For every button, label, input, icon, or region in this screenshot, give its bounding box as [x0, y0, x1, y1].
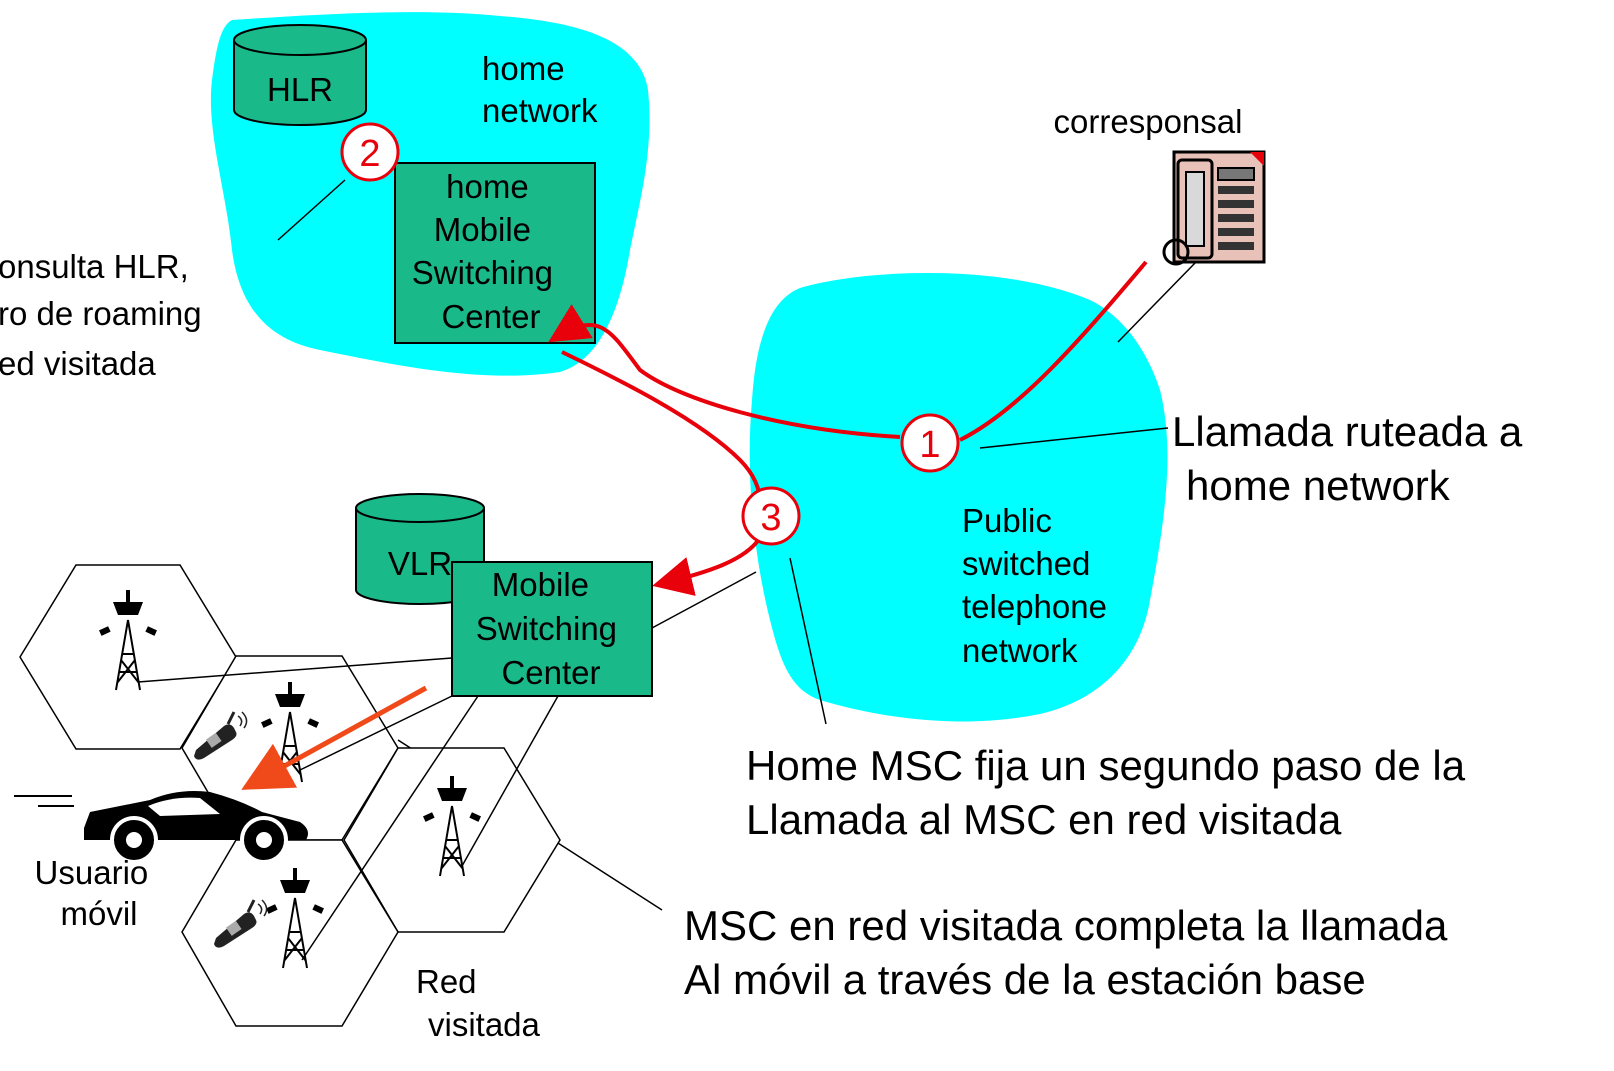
visited-network-label: Red visitada	[416, 963, 541, 1043]
msc-to-pstn-link	[651, 571, 757, 629]
msc-to-tower-link	[137, 657, 453, 683]
step2-leader-line	[277, 179, 346, 241]
correspondent-label: corresponsal	[1054, 103, 1243, 140]
pstn-cloud	[749, 272, 1168, 722]
msc-to-tower-link	[461, 695, 559, 867]
mobile-user-label: Usuario móvil	[35, 854, 158, 932]
step1-leader-line	[979, 427, 1169, 449]
car-icon	[14, 791, 308, 864]
call-path-home-msc-to-pstn	[561, 350, 763, 516]
step4-annotation: MSC en red visitada completa la llamada …	[684, 902, 1459, 1003]
vlr-label: VLR	[388, 545, 452, 582]
step3-leader-line	[789, 557, 827, 725]
call-path-correspondent-to-pstn	[959, 260, 1148, 442]
step-3-marker: 3	[741, 486, 801, 546]
step-1-marker: 1	[900, 413, 960, 473]
svg-text:3: 3	[760, 497, 781, 539]
step3-annotation: Home MSC fija un segundo paso de la Llam…	[746, 742, 1477, 843]
step-2-marker: 2	[340, 122, 400, 182]
pstn-label: Public switched telephone network	[962, 502, 1116, 669]
home-msc-label: home Mobile Switching Center	[412, 168, 562, 335]
msc-to-tower-link	[301, 695, 479, 961]
step4-arrow	[241, 685, 428, 790]
hlr-label: HLR	[267, 71, 333, 108]
call-path-pstn-to-visited-msc	[652, 536, 762, 596]
step2-annotation: onsulta HLR, ro de roaming ed visitada	[0, 248, 211, 382]
svg-text:2: 2	[359, 133, 380, 175]
desk-telephone-icon	[1162, 150, 1266, 266]
hlr-database-icon	[233, 24, 367, 126]
correspondent-leader-line	[1117, 261, 1197, 343]
visited-msc-box	[451, 561, 653, 697]
call-path-pstn-to-home-msc	[548, 304, 901, 439]
visited-msc-label: Mobile Switching Center	[476, 566, 626, 691]
step1-annotation: Llamada ruteada a home network	[1172, 408, 1534, 509]
home-network-label: home network	[482, 50, 598, 129]
msc-to-tower-link	[299, 695, 453, 771]
svg-text:1: 1	[919, 424, 940, 466]
